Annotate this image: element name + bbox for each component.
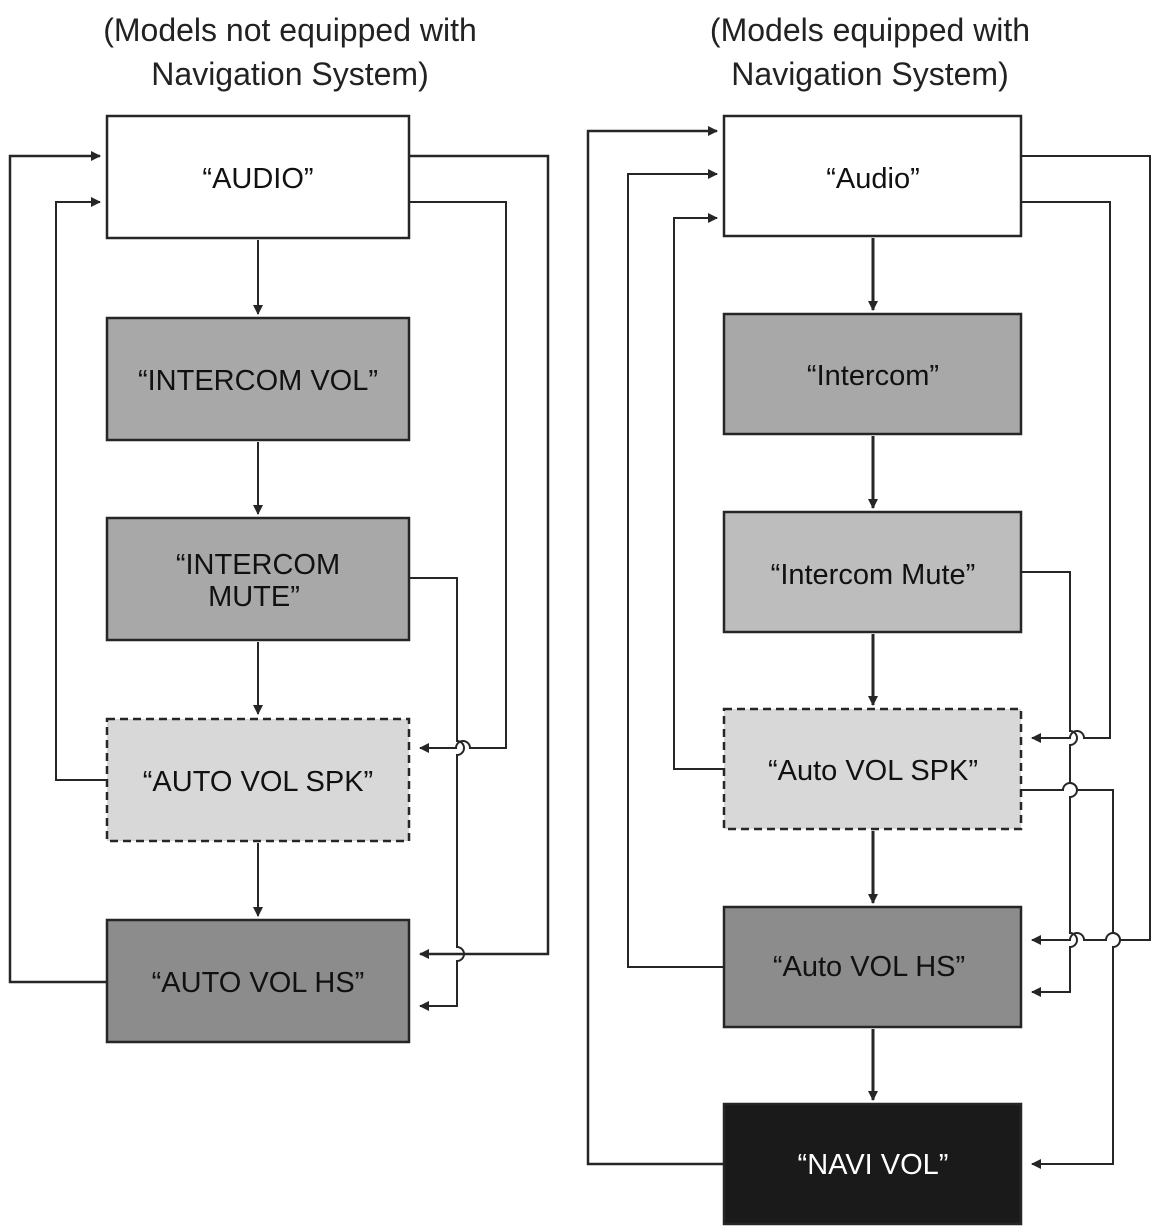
right-caption: (Models equipped with Navigation System)	[620, 8, 1120, 96]
left-box-intercom-mute	[105, 516, 411, 642]
left-box-auto-vol-spk-shape	[105, 717, 411, 843]
left-skip-audio-to-spk	[409, 201, 507, 753]
left-box-audio-shape	[105, 114, 411, 240]
right-loop-hs-to-audio	[627, 169, 724, 968]
right-label-audio: “Audio”	[826, 163, 920, 195]
right-skip-audio-to-hs	[1021, 155, 1151, 945]
left-skip-audio-to-hs	[409, 154, 550, 959]
right-box-navi-vol	[722, 1102, 1023, 1226]
right-label-intercom: “Intercom”	[807, 360, 939, 392]
left-label-intercom-mute-line1: “INTERCOM	[176, 549, 340, 581]
right-box-audio-shape	[722, 114, 1023, 238]
right-box-intercom	[722, 312, 1023, 436]
right-skip-mute-to-hs	[1021, 571, 1078, 997]
left-label-auto-vol-spk: “AUTO VOL SPK”	[143, 766, 373, 798]
right-skip-audio-to-spk	[1021, 201, 1111, 743]
right-caption-line2: Navigation System)	[731, 56, 1009, 92]
right-label-auto-vol-hs: “Auto VOL HS”	[773, 951, 965, 983]
left-box-intercom-vol	[105, 316, 411, 442]
left-box-auto-vol-hs-shape	[105, 918, 411, 1044]
left-loop-hs-to-audio	[8, 151, 107, 984]
right-skip-spk-to-navi	[1021, 782, 1121, 1169]
right-loop-spk-to-audio	[673, 213, 724, 770]
left-loop-spk-to-audio	[55, 197, 107, 781]
left-flowchart	[8, 114, 550, 1044]
right-box-intercom-shape	[722, 312, 1023, 436]
right-caption-line1: (Models equipped with	[709, 12, 1031, 48]
right-loop-navi-to-audio	[586, 126, 724, 1166]
right-label-intercom-mute: “Intercom Mute”	[771, 559, 976, 591]
right-box-audio	[722, 114, 1023, 238]
left-box-auto-vol-spk	[105, 717, 411, 843]
left-box-intercom-vol-shape	[105, 316, 411, 442]
left-box-intercom-mute-shape	[105, 516, 411, 642]
right-labels: “Audio” “Intercom” “Intercom Mute” “Auto…	[768, 163, 978, 1181]
left-label-intercom-mute-line2: MUTE”	[208, 581, 300, 613]
right-flowchart	[586, 114, 1151, 1226]
left-label-audio: “AUDIO”	[202, 163, 313, 195]
left-label-auto-vol-hs: “AUTO VOL HS”	[152, 967, 365, 999]
left-label-intercom-vol: “INTERCOM VOL”	[138, 365, 378, 397]
right-label-navi-vol: “NAVI VOL”	[798, 1149, 949, 1181]
right-box-auto-vol-spk-shape	[722, 707, 1023, 831]
left-skip-mute-to-hs	[409, 577, 465, 1011]
right-box-auto-vol-hs	[722, 905, 1023, 1029]
left-caption-line1: (Models not equipped with	[103, 12, 477, 48]
right-label-auto-vol-spk: “Auto VOL SPK”	[768, 755, 978, 787]
right-box-auto-vol-hs-shape	[722, 905, 1023, 1029]
left-caption: (Models not equipped with Navigation Sys…	[40, 8, 540, 96]
right-box-navi-vol-shape	[722, 1102, 1023, 1226]
left-labels: “AUDIO” “INTERCOM VOL” “INTERCOM MUTE” “…	[138, 163, 378, 999]
left-caption-line2: Navigation System)	[151, 56, 429, 92]
left-box-audio	[105, 114, 411, 240]
right-box-auto-vol-spk	[722, 707, 1023, 831]
left-box-auto-vol-hs	[105, 918, 411, 1044]
